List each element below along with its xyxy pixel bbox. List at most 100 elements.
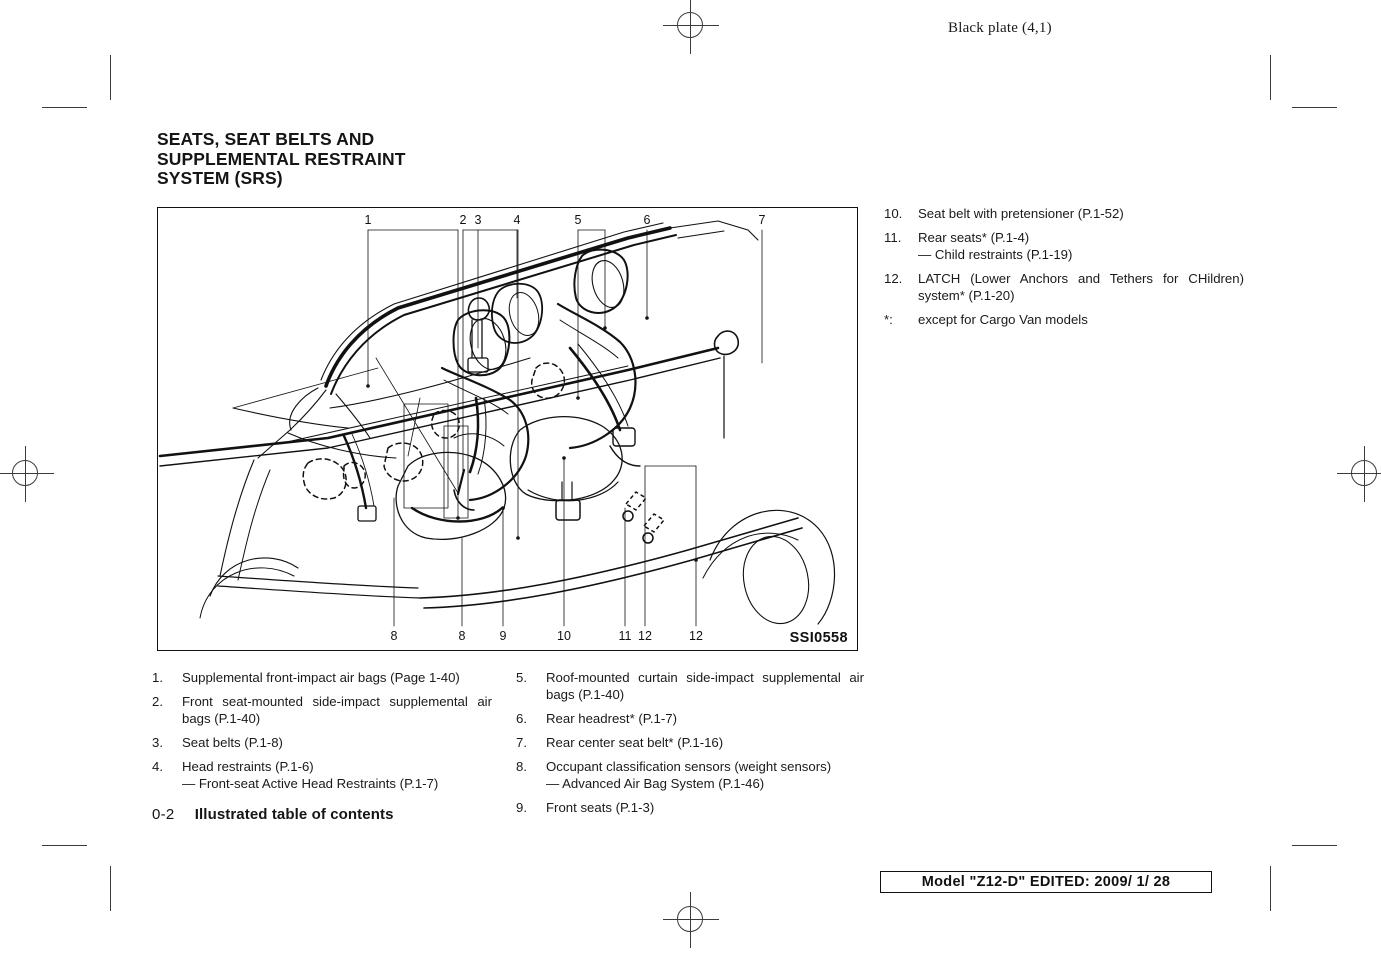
model-stamp-box: Model "Z12-D" EDITED: 2009/ 1/ 28 [880, 871, 1212, 893]
list-item-subtext: — Advanced Air Bag System (P.1-46) [546, 776, 765, 791]
footnote-marker: *: [884, 312, 893, 327]
crop-mark-bottom-right-horizontal [1292, 845, 1337, 846]
footnote-main: except for Cargo Van models [918, 312, 1088, 327]
black-plate-note: Black plate (4,1) [948, 20, 1052, 36]
registration-vertical-line [690, 892, 691, 948]
list-item-main: LATCH (Lower Anchors and Tethers for CHi… [918, 271, 1244, 303]
registration-vertical-line [25, 446, 26, 502]
list-item-text: Occupant classification sensors (weight … [546, 758, 864, 792]
list-item-main: Supplemental front-impact air bags (Page… [182, 670, 460, 685]
list-item-number: 8. [516, 759, 527, 774]
registration-vertical-line [690, 0, 691, 54]
list-item-number: 3. [152, 735, 163, 750]
crop-mark-top-left-horizontal [42, 107, 87, 108]
registration-mark-top [663, 0, 719, 54]
figure-callout-top: 1 [364, 213, 372, 227]
list-item-text: Front seat-mounted side-impact supplemen… [182, 693, 492, 727]
list-item: 2. Front seat-mounted side-impact supple… [152, 693, 492, 727]
registration-horizontal-line [663, 919, 719, 920]
list-item-text: Head restraints (P.1-6) — Front-seat Act… [182, 758, 492, 792]
figure-callout-top: 7 [758, 213, 766, 227]
list-item-main: Rear headrest* (P.1-7) [546, 711, 677, 726]
figure-callout-bottom: 10 [557, 629, 571, 643]
figure-callout-top: 5 [574, 213, 582, 227]
footnote-text: except for Cargo Van models [918, 311, 1244, 328]
legend-list-top-right: 10. Seat belt with pretensioner (P.1-52)… [884, 205, 1244, 335]
crop-mark-bottom-right-vertical [1270, 866, 1271, 911]
list-item-subtext: — Front-seat Active Head Restraints (P.1… [182, 776, 439, 791]
list-item-text: Seat belts (P.1-8) [182, 734, 492, 751]
section-title: Illustrated table of contents [194, 806, 394, 823]
figure-callout-top: 4 [513, 213, 521, 227]
list-item-number: 6. [516, 711, 527, 726]
list-item-main: Rear center seat belt* (P.1-16) [546, 735, 724, 750]
legend-list-left: 1. Supplemental front-impact air bags (P… [152, 669, 492, 799]
figure-callout-bottom: 8 [390, 629, 398, 643]
list-item: 8. Occupant classification sensors (weig… [516, 758, 864, 792]
registration-horizontal-line [0, 473, 54, 474]
registration-mark-right [1337, 446, 1381, 502]
page-title: SEATS, SEAT BELTS AND SUPPLEMENTAL RESTR… [157, 129, 577, 189]
list-item: 9. Front seats (P.1-3) [516, 799, 864, 816]
list-item-main: Rear seats* (P.1-4) [918, 230, 1030, 245]
list-item-main: Roof-mounted curtain side-impact supplem… [546, 670, 864, 702]
list-item-footnote: *: except for Cargo Van models [884, 311, 1244, 328]
vehicle-cutaway-illustration [158, 220, 836, 627]
list-item-number: 5. [516, 670, 527, 685]
list-item-main: Front seats (P.1-3) [546, 800, 655, 815]
list-item-text: Front seats (P.1-3) [546, 799, 864, 816]
list-item: 6. Rear headrest* (P.1-7) [516, 710, 864, 727]
page-title-line-2: SUPPLEMENTAL RESTRAINT [157, 148, 406, 169]
list-item-number: 1. [152, 670, 163, 685]
list-item: 12. LATCH (Lower Anchors and Tethers for… [884, 270, 1244, 304]
list-item-main: Front seat-mounted side-impact supplemen… [182, 694, 492, 726]
illustration-figure: 1 2 3 4 5 6 7 8 8 9 10 11 12 12 SSI0558 [157, 207, 858, 651]
list-item-text: LATCH (Lower Anchors and Tethers for CHi… [918, 270, 1244, 304]
model-stamp-text: Model "Z12-D" EDITED: 2009/ 1/ 28 [921, 874, 1171, 890]
list-item: 7. Rear center seat belt* (P.1-16) [516, 734, 864, 751]
list-item-number: 11. [884, 230, 902, 245]
figure-callout-top: 3 [474, 213, 482, 227]
list-item-number: 2. [152, 694, 163, 709]
list-item: 10. Seat belt with pretensioner (P.1-52) [884, 205, 1244, 222]
list-item-text: Seat belt with pretensioner (P.1-52) [918, 205, 1244, 222]
figure-callout-bottom: 9 [499, 629, 507, 643]
list-item-main: Occupant classification sensors (weight … [546, 759, 832, 774]
registration-horizontal-line [1337, 473, 1381, 474]
crop-mark-bottom-left-vertical [110, 866, 111, 911]
figure-callout-bottom: 12 [689, 629, 703, 643]
page-footer: 0-2 Illustrated table of contents [152, 806, 394, 823]
list-item-text: Rear seats* (P.1-4) — Child restraints (… [918, 229, 1244, 263]
crop-mark-top-left-vertical [110, 55, 111, 100]
list-item: 11. Rear seats* (P.1-4) — Child restrain… [884, 229, 1244, 263]
list-item-number: 10. [884, 206, 903, 221]
list-item-number: 12. [884, 271, 903, 286]
figure-id-label: SSI0558 [789, 630, 848, 646]
registration-mark-left [0, 446, 54, 502]
list-item-subtext: — Child restraints (P.1-19) [918, 247, 1073, 262]
page-title-line-1: SEATS, SEAT BELTS AND [157, 129, 375, 149]
list-item: 4. Head restraints (P.1-6) — Front-seat … [152, 758, 492, 792]
registration-horizontal-line [663, 25, 719, 26]
page-number: 0-2 [152, 806, 175, 823]
list-item-text: Rear center seat belt* (P.1-16) [546, 734, 864, 751]
list-item-main: Head restraints (P.1-6) [182, 759, 314, 774]
figure-callout-bottom: 8 [458, 629, 466, 643]
list-item: 5. Roof-mounted curtain side-impact supp… [516, 669, 864, 703]
figure-callout-bottom: 12 [638, 629, 652, 643]
list-item: 1. Supplemental front-impact air bags (P… [152, 669, 492, 686]
list-item: 3. Seat belts (P.1-8) [152, 734, 492, 751]
figure-callout-bottom: 11 [618, 629, 632, 643]
crop-mark-bottom-left-horizontal [42, 845, 87, 846]
list-item-number: 7. [516, 735, 527, 750]
figure-callout-top: 2 [459, 213, 467, 227]
list-item-text: Roof-mounted curtain side-impact supplem… [546, 669, 864, 703]
list-item-text: Supplemental front-impact air bags (Page… [182, 669, 492, 686]
list-item-main: Seat belt with pretensioner (P.1-52) [918, 206, 1124, 221]
registration-vertical-line [1364, 446, 1365, 502]
figure-callout-top: 6 [643, 213, 651, 227]
registration-mark-bottom [663, 892, 719, 948]
crop-mark-top-right-vertical [1270, 55, 1271, 100]
crop-mark-top-right-horizontal [1292, 107, 1337, 108]
page-title-line-3: SYSTEM (SRS) [157, 168, 283, 188]
